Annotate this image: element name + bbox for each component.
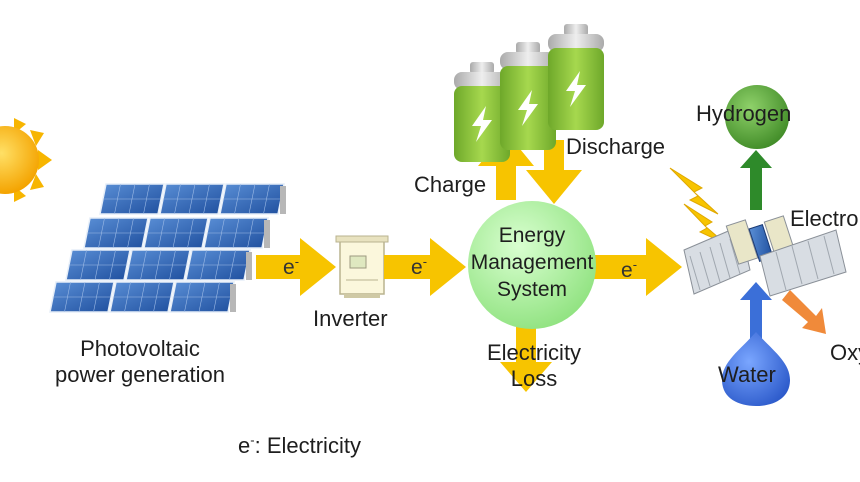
legend-minus: - (250, 432, 255, 448)
electrolyzer-icon (683, 215, 847, 297)
battery-top (454, 72, 510, 90)
charge-label: Charge (414, 172, 487, 197)
lightning-icon (669, 167, 727, 245)
inverter-label: Inverter (313, 306, 388, 331)
ems-label-line1: Energy (498, 224, 566, 247)
inverter-icon (335, 235, 389, 298)
discharge-label: Discharge (566, 134, 666, 159)
water-label: Water (718, 362, 776, 387)
ems-label: Energy Management System (468, 222, 596, 303)
arrow-oxygen-out (782, 290, 826, 334)
battery-icon-group (454, 24, 604, 162)
panel-stand (280, 186, 286, 214)
arrow-ems-to-electrolyzer (590, 238, 682, 296)
water-drop-icon (722, 332, 790, 406)
electron-marker-3: e- (621, 257, 638, 282)
panel-stand (246, 252, 252, 280)
arrow-discharge (526, 140, 582, 204)
lightning-icon (566, 71, 586, 107)
battery-cap (470, 62, 494, 74)
battery-top (500, 52, 556, 70)
battery-cap (516, 42, 540, 54)
hydrogen-label: Hydrogen (696, 101, 792, 126)
pv-label: Photovoltaic power generation (30, 336, 250, 388)
electrolyzer-label: Electrolyzer (790, 206, 860, 231)
pv-label-line2: power generation (54, 362, 225, 387)
legend-electricity: e-: Electricity (238, 433, 361, 459)
energy-management-system-node (468, 201, 596, 329)
electron-marker-2: e- (411, 254, 428, 279)
loss-label-line2: Loss (510, 366, 558, 391)
electricity-loss-label: Electricity Loss (466, 340, 602, 392)
panel-stand (264, 220, 270, 248)
battery-top (548, 34, 604, 52)
arrow-pv-to-inverter (256, 238, 336, 296)
legend-text: : Electricity (254, 433, 361, 458)
solar-panel-array-icon (49, 183, 286, 313)
ems-label-line2: Management (470, 251, 594, 274)
pv-label-line1: Photovoltaic (80, 336, 200, 361)
lightning-icon (472, 106, 492, 142)
electron-marker-1: e- (283, 254, 300, 279)
lightning-icon (518, 90, 538, 126)
sun-icon (0, 118, 52, 202)
arrow-inverter-to-ems (384, 238, 466, 296)
panel-stand (230, 284, 236, 312)
hydrogen-node (725, 85, 789, 149)
arrow-electricity-loss (500, 322, 552, 392)
arrow-water-in (740, 282, 772, 340)
battery-cap (564, 24, 588, 36)
oxygen-label: Oxygen (830, 340, 860, 365)
loss-label-line1: Electricity (486, 340, 582, 365)
arrow-hydrogen-out (740, 150, 772, 210)
ems-label-line3: System (496, 278, 567, 301)
legend-symbol: e (238, 433, 251, 458)
